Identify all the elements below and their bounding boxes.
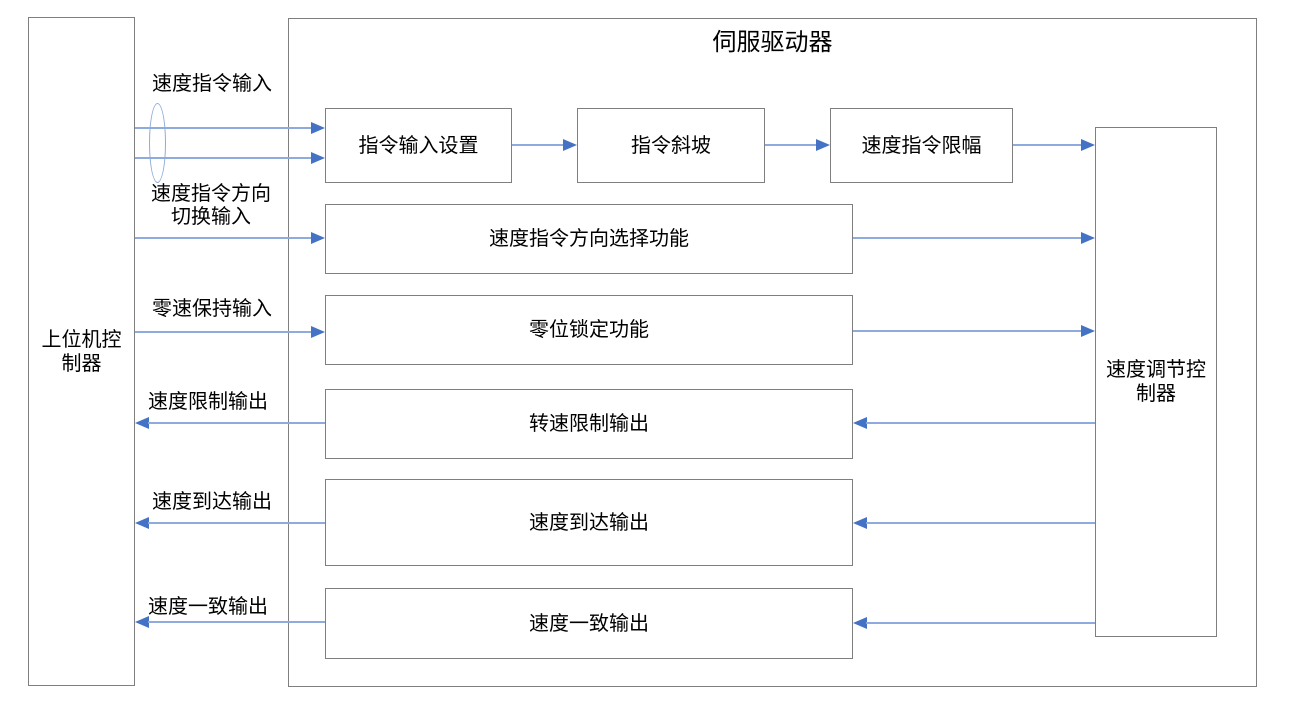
- host-controller-box: 上位机控 制器: [28, 17, 135, 686]
- zero-position-lock-function-box: 零位锁定功能: [325, 295, 853, 365]
- direction-select-function-label: 速度指令方向选择功能: [489, 228, 689, 250]
- arrow-line-speed-cmd-1: [135, 127, 312, 129]
- direction-select-function-box: 速度指令方向选择功能: [325, 204, 853, 274]
- arrow-line-setting-to-ramp: [512, 144, 564, 146]
- arrow-line-ramp-to-limit: [765, 144, 817, 146]
- arrow-line-speed-limit-to-host: [148, 422, 325, 424]
- speed-command-limit-box: 速度指令限幅: [830, 108, 1013, 183]
- zero-position-lock-function-label: 零位锁定功能: [529, 319, 649, 341]
- speed-coincidence-output-label: 速度一致输出: [529, 612, 649, 635]
- signal-label-speed-coincidence-output: 速度一致输出: [148, 596, 268, 618]
- arrow-line-zero-hold-in: [135, 331, 312, 333]
- arrow-head-regulator-to-speed-limit: [853, 417, 867, 429]
- arrow-line-regulator-to-speed-limit: [866, 422, 1095, 424]
- arrow-head-regulator-to-speed-coincidence: [853, 617, 867, 629]
- arrow-line-speed-cmd-2: [135, 157, 312, 159]
- rotation-speed-limit-output-box: 转速限制输出: [325, 389, 853, 459]
- command-input-setting-box: 指令输入设置: [325, 108, 512, 183]
- speed-regulator-label: 速度调节控 制器: [1106, 359, 1206, 405]
- arrow-line-speed-reach-to-host: [148, 522, 325, 524]
- arrow-line-regulator-to-speed-reach: [866, 522, 1095, 524]
- arrow-head-zero-hold-in: [311, 326, 325, 338]
- arrow-head-ramp-to-limit: [816, 139, 830, 151]
- arrow-head-speed-coincidence-to-host: [135, 616, 149, 628]
- signal-label-speed-reach-output: 速度到达输出: [152, 491, 272, 513]
- command-input-setting-label: 指令输入设置: [358, 134, 479, 157]
- speed-reach-output-box: 速度到达输出: [325, 479, 853, 566]
- arrow-line-dir-select-out: [853, 237, 1082, 239]
- arrow-head-speed-reach-to-host: [135, 517, 149, 529]
- signal-label-direction-switch-input: 速度指令方向 切换输入: [151, 183, 271, 228]
- signal-label-speed-limit-output: 速度限制输出: [148, 391, 268, 413]
- servo-driver-title: 伺服驱动器: [712, 29, 833, 56]
- arrow-head-limit-to-regulator: [1081, 139, 1095, 151]
- arrow-head-dir-switch-in: [311, 232, 325, 244]
- arrow-head-regulator-to-speed-reach: [853, 517, 867, 529]
- arrow-head-dir-select-out: [1081, 232, 1095, 244]
- speed-regulator-box: 速度调节控 制器: [1095, 127, 1217, 637]
- arrow-line-dir-switch-in: [135, 237, 312, 239]
- signal-pair-ellipse: [149, 103, 166, 183]
- arrow-head-setting-to-ramp: [563, 139, 577, 151]
- arrow-head-speed-cmd-2: [311, 152, 325, 164]
- signal-label-zero-speed-hold-input: 零速保持输入: [152, 298, 272, 320]
- signal-label-speed-command-input: 速度指令输入: [152, 73, 272, 95]
- speed-coincidence-output-box: 速度一致输出: [325, 588, 853, 659]
- arrow-head-speed-cmd-1: [311, 122, 325, 134]
- command-ramp-label: 指令斜坡: [631, 134, 711, 157]
- arrow-line-zero-lock-out: [853, 330, 1082, 332]
- host-controller-label: 上位机控 制器: [41, 328, 122, 375]
- speed-reach-output-label: 速度到达输出: [529, 511, 649, 534]
- rotation-speed-limit-output-label: 转速限制输出: [529, 413, 649, 435]
- arrow-head-speed-limit-to-host: [135, 417, 149, 429]
- arrow-head-zero-lock-out: [1081, 325, 1095, 337]
- command-ramp-box: 指令斜坡: [577, 108, 765, 183]
- arrow-line-speed-coincidence-to-host: [148, 621, 325, 623]
- speed-command-limit-label: 速度指令限幅: [861, 134, 982, 157]
- arrow-line-regulator-to-speed-coincidence: [866, 622, 1095, 624]
- arrow-line-limit-to-regulator: [1013, 144, 1082, 146]
